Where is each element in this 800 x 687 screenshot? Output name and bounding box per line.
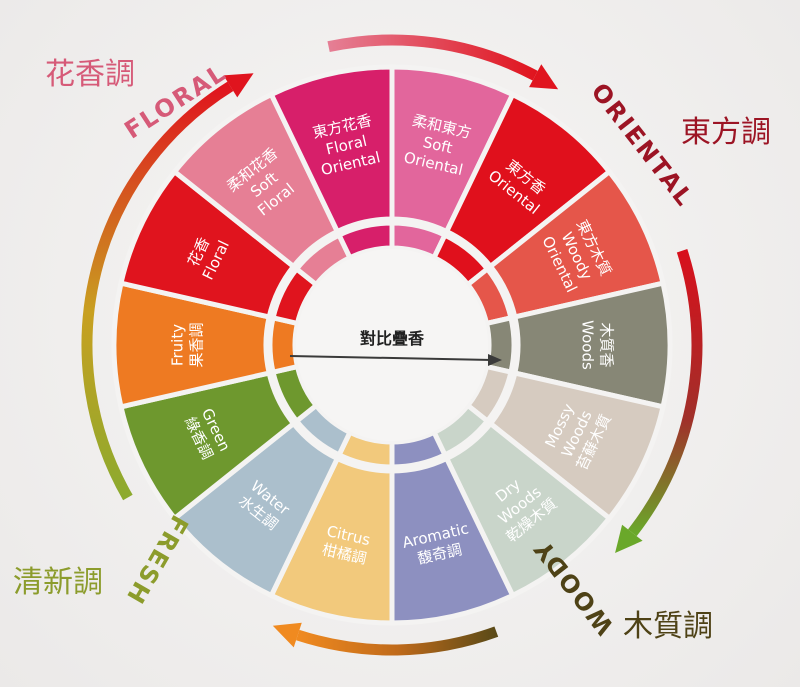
segment-outer xyxy=(268,64,395,235)
segment-label: 木質香Woods xyxy=(579,320,616,370)
oriental-arc xyxy=(628,249,703,537)
category-fresh-zh: 清新調 xyxy=(13,565,103,600)
category-woody-zh: 木質調 xyxy=(623,609,713,644)
segment-label: MossyWoods苔蘚木質 xyxy=(538,395,614,473)
oriental-arrowhead-icon xyxy=(615,524,643,554)
segment-label: Fruity果香調 xyxy=(169,322,206,367)
segment-label-line: 果香調 xyxy=(188,322,206,367)
segment-label-line: 木質香 xyxy=(598,322,616,367)
woody-arc xyxy=(296,626,499,656)
fresh-arc xyxy=(81,81,234,501)
wheel-segment: MossyWoods苔蘚木質 xyxy=(464,363,667,522)
center-label: 對比疊香 xyxy=(360,329,425,348)
category-fresh-en: FRESH xyxy=(120,510,194,609)
segment-label-line: Fruity xyxy=(169,324,187,366)
category-oriental-zh: 東方調 xyxy=(681,115,771,150)
category-floral-zh: 花香調 xyxy=(45,57,135,92)
fresh-arrowhead-icon xyxy=(223,73,254,98)
wheel-segment: 東方木質WoodyOriental xyxy=(464,168,667,327)
segment-inner-ring xyxy=(267,314,301,376)
wheel-segment: 東方香Oriental xyxy=(430,91,613,289)
floral-arrowhead-icon xyxy=(529,64,559,90)
segment-label-line: Woods xyxy=(579,320,597,370)
floral-arc xyxy=(327,34,538,81)
cycle-arrows xyxy=(81,34,703,656)
woody-arrowhead-icon xyxy=(272,622,302,648)
wheel-segment: 東方花香FloralOriental xyxy=(268,64,395,261)
contrast-layering-arrow xyxy=(289,354,502,366)
center-circle xyxy=(296,249,488,441)
segment-inner-ring xyxy=(335,220,395,261)
wheel-segment: Aromatic馥奇調 xyxy=(389,429,516,626)
